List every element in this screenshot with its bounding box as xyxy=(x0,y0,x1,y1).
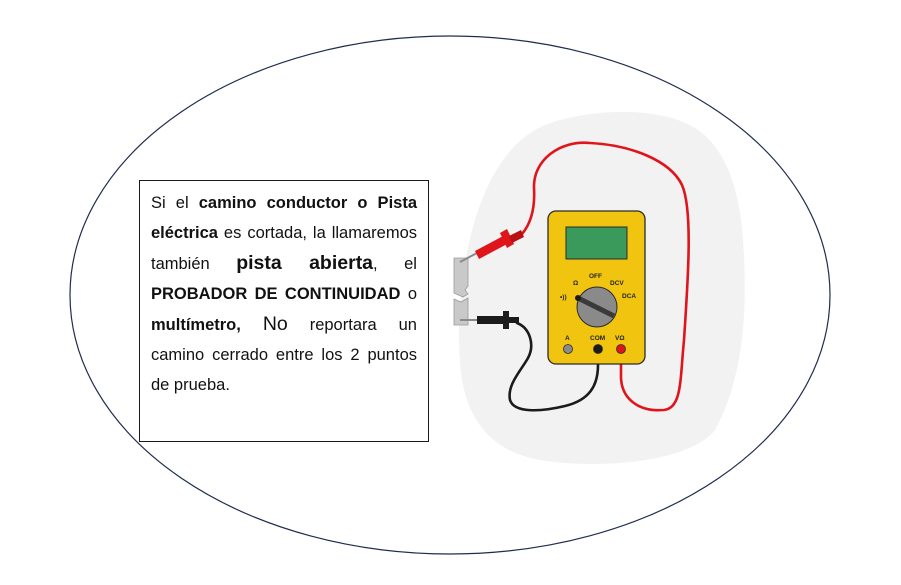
black-probe-body xyxy=(477,316,507,324)
text-run-6-bold: PROBADOR DE CONTINUIDAD xyxy=(151,285,401,303)
red-probe xyxy=(459,229,524,263)
black-lead-wire xyxy=(508,321,600,412)
jack-com xyxy=(593,344,603,354)
jack-label-com: COM xyxy=(590,335,605,342)
black-probe-guard xyxy=(503,311,509,329)
dial-label-dcv: DCV xyxy=(610,280,624,287)
track-segment-bottom xyxy=(453,297,469,326)
explanation-textbox: Si el camino conductor o Pista eléctrica… xyxy=(139,180,429,442)
text-run-4-bold-large: pista abierta xyxy=(236,252,374,274)
text-run-5: , el xyxy=(373,255,417,273)
dial-label-ohm: Ω xyxy=(573,280,578,287)
multimeter: •)) Ω OFF DCV DCA A COM VΩ xyxy=(547,210,646,365)
dial-label-dca: DCA xyxy=(622,293,636,300)
text-run-8-bold: multímetro, xyxy=(151,316,241,334)
red-probe-guard xyxy=(500,229,514,248)
text-run-10: reportara un camino cerrado entre los 2 … xyxy=(151,316,417,394)
dial-pointer-tip xyxy=(575,295,581,301)
text-run-3: es cortada, la llamaremos también xyxy=(151,224,417,273)
black-probe-handle xyxy=(509,317,519,323)
dial-label-continuity: •)) xyxy=(560,294,567,301)
red-probe-body xyxy=(475,235,509,259)
broken-track xyxy=(453,257,469,326)
black-probe xyxy=(460,311,519,329)
text-run-1: Si el xyxy=(151,194,199,212)
red-lead-wire xyxy=(520,141,690,412)
dial-label-off: OFF xyxy=(589,273,602,280)
red-probe-tip xyxy=(459,252,478,263)
multimeter-display xyxy=(565,226,628,260)
jack-label-a: A xyxy=(565,335,570,342)
jack-label-vohm: VΩ xyxy=(615,335,625,342)
dial-pointer xyxy=(576,295,616,319)
track-segment-top xyxy=(453,257,469,298)
jack-vohm xyxy=(616,344,626,354)
text-run-9-large: No xyxy=(262,313,288,335)
red-probe-handle xyxy=(509,230,524,243)
text-run-2-bold: camino conductor o Pista eléctrica xyxy=(151,194,417,242)
jack-a xyxy=(563,344,573,354)
text-run-7: o xyxy=(400,285,417,303)
